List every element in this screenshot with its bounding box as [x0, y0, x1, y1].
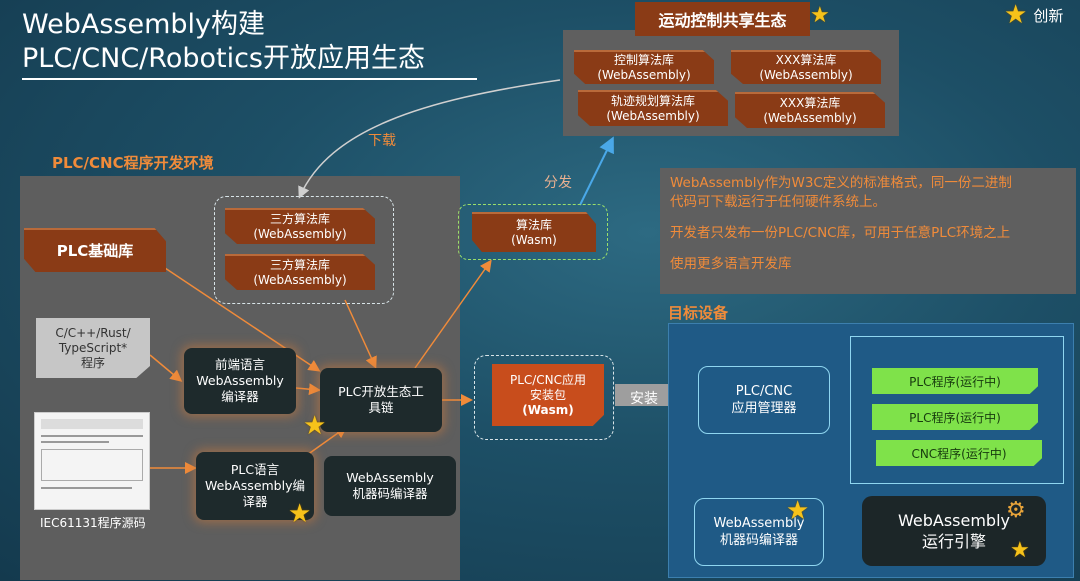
star-icon: ★: [1010, 538, 1030, 563]
title-underline: [22, 78, 477, 80]
source-languages: C/C++/Rust/TypeScript*程序: [36, 318, 150, 378]
note-2: 代码可下载运行于任何硬件系统上。: [670, 194, 886, 210]
distribute-label: 分发: [544, 175, 572, 191]
install-label: 安装: [630, 391, 658, 407]
shared-ecosystem-title: 运动控制共享生态: [635, 2, 810, 36]
iec-source-thumbnail: [34, 412, 150, 510]
page-title: WebAssembly构建 PLC/CNC/Robotics开放应用生态: [22, 8, 425, 76]
app-package-group: [474, 355, 614, 440]
running-cnc: CNC程序(运行中): [876, 440, 1042, 466]
running-plc-2: PLC程序(运行中): [872, 404, 1038, 430]
plc-toolchain: PLC开放生态工具链: [320, 368, 442, 432]
trajectory-algo-lib: 轨迹规划算法库(WebAssembly): [578, 90, 728, 126]
third-party-lib-1: 三方算法库(WebAssembly): [225, 208, 375, 244]
dev-env-title: PLC/CNC程序开发环境: [52, 154, 214, 172]
title-line-1: WebAssembly构建: [22, 9, 265, 40]
star-icon: ★: [786, 496, 810, 526]
download-label: 下载: [368, 133, 396, 149]
title-line-2: PLC/CNC/Robotics开放应用生态: [22, 43, 425, 74]
gear-icon: ⚙: [1006, 498, 1026, 523]
third-party-group: [214, 196, 394, 304]
innovation-label: 创新: [1033, 6, 1064, 25]
note-4: 使用更多语言开发库: [670, 256, 792, 272]
star-icon: ★: [303, 411, 327, 441]
running-plc-1: PLC程序(运行中): [872, 368, 1038, 394]
xxx-algo-lib-1: XXX算法库(WebAssembly): [731, 50, 881, 84]
note-1: WebAssembly作为W3C定义的标准格式，同一份二进制: [670, 175, 1012, 191]
algo-lib-group: [458, 204, 608, 260]
plc-base-lib: PLC基础库: [24, 228, 166, 272]
algo-lib-wasm: 算法库(Wasm): [472, 212, 596, 252]
control-algo-lib: 控制算法库(WebAssembly): [574, 50, 714, 84]
app-package: PLC/CNC应用安装包(Wasm): [492, 364, 604, 426]
target-title: 目标设备: [668, 304, 729, 322]
star-icon: ★: [810, 3, 830, 28]
running-programs-group: [850, 336, 1064, 484]
iec-caption: IEC61131程序源码: [40, 516, 146, 530]
notes-panel: WebAssembly作为W3C定义的标准格式，同一份二进制 代码可下载运行于任…: [660, 168, 1076, 294]
third-party-lib-2: 三方算法库(WebAssembly): [225, 254, 375, 290]
xxx-algo-lib-2: XXX算法库(WebAssembly): [735, 92, 885, 128]
star-icon: ★: [288, 499, 312, 529]
innovation-legend: ★ 创新: [1004, 2, 1063, 28]
star-icon: ★: [1004, 0, 1028, 30]
note-3: 开发者只发布一份PLC/CNC库，可用于任意PLC环境之上: [670, 225, 1011, 241]
